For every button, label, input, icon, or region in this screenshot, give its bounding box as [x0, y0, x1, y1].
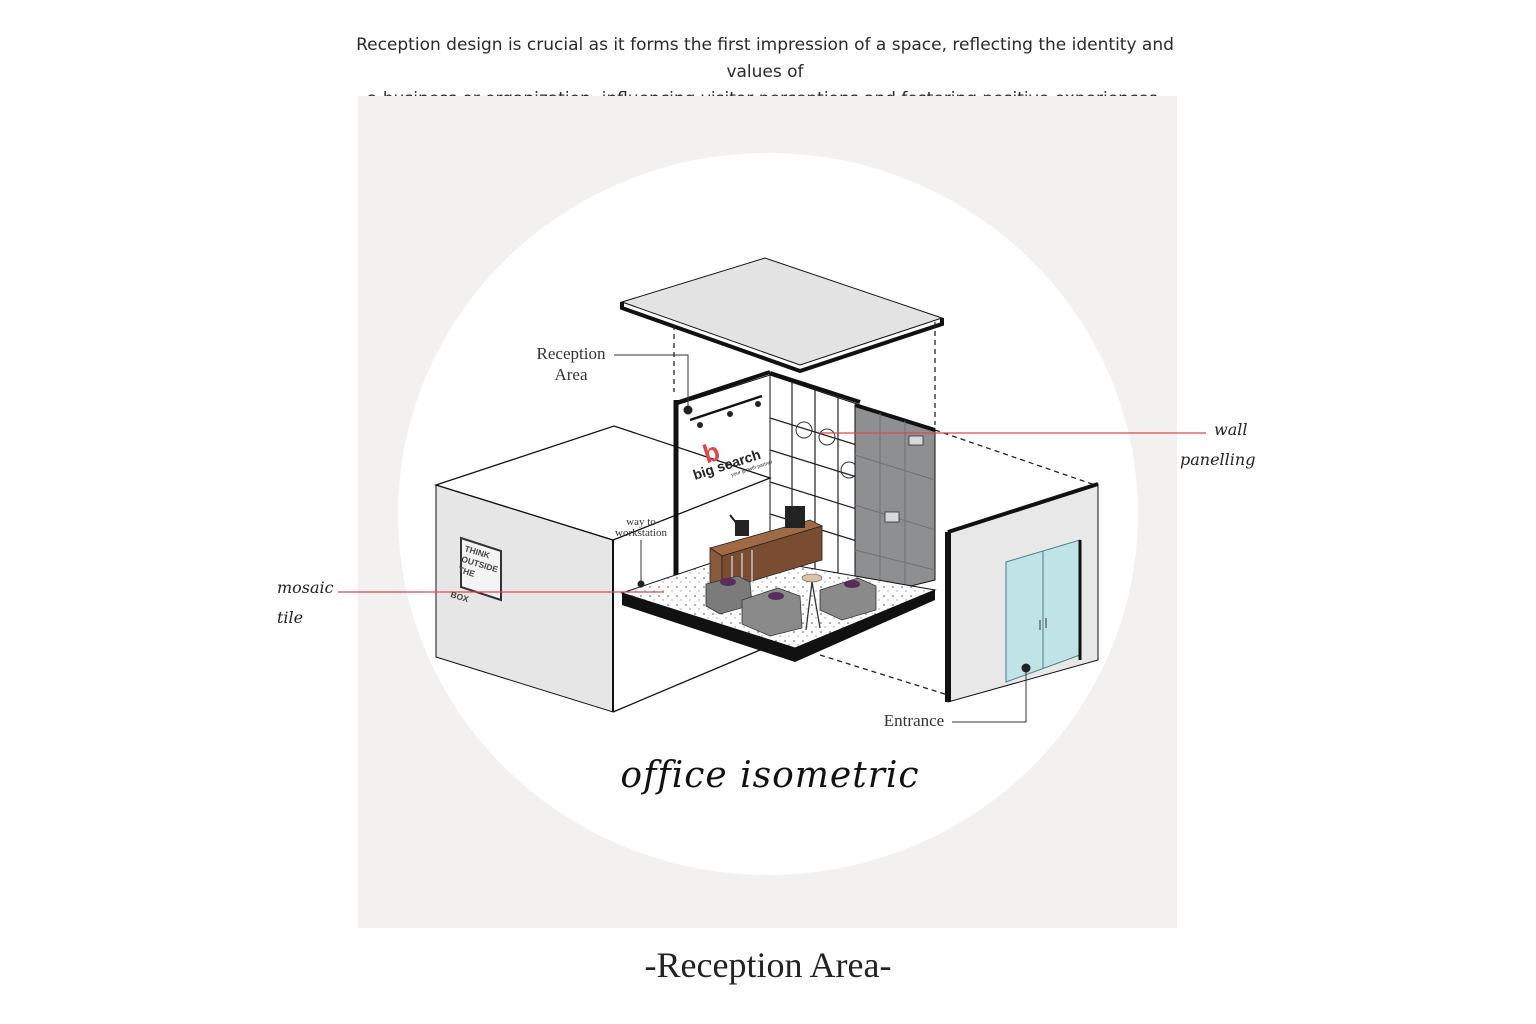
callout-mosaic-tile: mosaic tile	[277, 573, 357, 633]
reception-desk	[709, 506, 824, 591]
page-title: -Reception Area-	[644, 945, 892, 985]
right-wall	[945, 482, 1099, 703]
callout-entrance: Entrance	[883, 711, 945, 730]
intro-line-1: Reception design is crucial as it forms …	[356, 35, 1174, 82]
callout-mosaic-line-2: tile	[277, 608, 304, 627]
callout-mosaic-line-1: mosaic	[277, 578, 334, 597]
callout-wall-panelling: wall panelling	[1180, 415, 1260, 475]
callout-reception-area-line-1: Reception	[536, 344, 606, 363]
diagram-caption: office isometric	[620, 755, 920, 796]
callout-way-to-workstation: way to workstation	[606, 517, 676, 539]
callout-wall-line-1: wall	[1214, 420, 1248, 439]
ceiling-slab	[620, 257, 944, 374]
dashed-projection-lines	[673, 322, 1096, 696]
callout-reception-area: Reception Area	[526, 343, 616, 385]
callout-reception-area-line-2: Area	[554, 365, 588, 384]
concrete-wall-panelling	[854, 403, 936, 601]
glass-entrance-door	[1005, 539, 1082, 683]
left-wall	[433, 425, 772, 713]
callout-way-line-1: way to	[626, 516, 656, 528]
callout-way-line-2: workstation	[615, 527, 667, 539]
poster-line-3: THE	[457, 564, 476, 579]
lounge-sofas	[705, 573, 877, 637]
callout-wall-line-2: panelling	[1180, 450, 1256, 469]
callout-leaders	[338, 354, 1206, 723]
brand-sign: b big search your growth partner	[691, 436, 774, 483]
